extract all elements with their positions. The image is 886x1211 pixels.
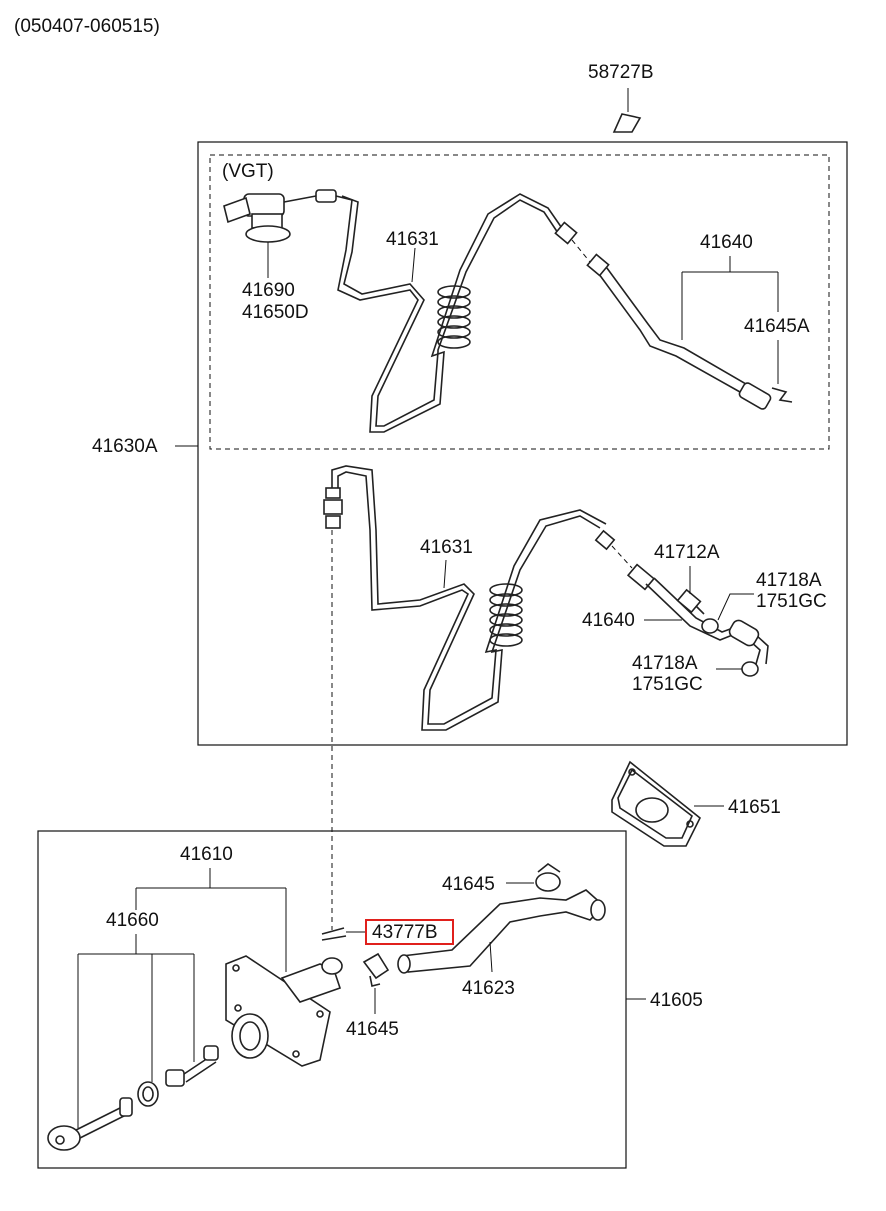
release-cylinder-41610 (225, 955, 343, 1067)
bracket-58727b (612, 113, 642, 133)
leader-41623 (489, 941, 493, 973)
leader-41640-top (681, 256, 779, 340)
label-43777b[interactable]: 43777B (372, 922, 438, 943)
vgt-label: (VGT) (222, 161, 274, 182)
fitting-vgt-upper (554, 221, 578, 245)
hose-end-vgt (738, 382, 772, 410)
leader-41631-top (411, 247, 416, 283)
master-cylinder-reservoir-41690 (223, 189, 337, 243)
assembly-41630a-box (197, 141, 848, 746)
clamp-41645-lower (362, 952, 390, 987)
gasket-plate-41651 (611, 760, 702, 847)
clip-43777b (321, 927, 347, 941)
fitting-lower-upper (594, 529, 616, 551)
date-range-label: (050407-060515) (14, 16, 160, 37)
dash-vgt-connector (571, 239, 591, 263)
label-58727b: 58727B (588, 62, 654, 83)
label-41631-top: 41631 (386, 229, 439, 250)
hose-41623-end-right (590, 899, 606, 921)
label-41630a: 41630A (92, 436, 158, 457)
leader-41718a-1 (717, 593, 754, 621)
label-1751gc-2: 1751GC (632, 674, 703, 695)
label-41623: 41623 (462, 978, 515, 999)
hose-41623-end-left (397, 954, 411, 974)
tube-41631-vgt (335, 193, 567, 433)
leader-41631-bottom (443, 559, 447, 589)
label-41660: 41660 (106, 910, 159, 931)
fitting-41712a (676, 588, 705, 615)
fitting-lower-hose (626, 563, 656, 591)
vgt-dashed-box (209, 154, 830, 450)
label-41718a-1: 41718A (756, 570, 822, 591)
label-41718a-2: 41718A (632, 653, 698, 674)
tube-41631-lower-inner (337, 471, 601, 731)
gasket-41718a-lower (741, 661, 759, 677)
tube-41631-vgt-inner (341, 195, 561, 427)
push-rod-kit-41660 (47, 1045, 219, 1151)
clip-41645a (771, 387, 793, 403)
label-41651: 41651 (728, 797, 781, 818)
tube-41631-lower (331, 465, 607, 725)
label-41610: 41610 (180, 844, 233, 865)
leader-41610 (136, 868, 287, 972)
label-41645-top: 41645 (442, 874, 495, 895)
label-41631-bottom: 41631 (420, 537, 473, 558)
hose-41640-vgt-edge (603, 263, 763, 395)
label-41712a: 41712A (654, 542, 720, 563)
label-41605: 41605 (650, 990, 703, 1011)
hose-41640-lower (645, 583, 761, 665)
label-41645a: 41645A (744, 316, 810, 337)
label-41645-bottom: 41645 (346, 1019, 399, 1040)
clamp-41645-upper (535, 863, 561, 892)
hose-41640-vgt (595, 269, 757, 401)
fitting-lower-41631 (323, 487, 343, 529)
coil-41631-vgt (437, 285, 471, 349)
fitting-vgt-hose (586, 253, 610, 277)
label-41690: 41690 (242, 280, 295, 301)
coil-41631-lower (489, 583, 523, 647)
gasket-41718a-upper (701, 618, 719, 634)
label-41650d: 41650D (242, 302, 309, 323)
label-41640-top: 41640 (700, 232, 753, 253)
hose-lower-elbow (728, 619, 760, 647)
highlight-43777b[interactable] (365, 919, 454, 945)
dash-lower-connector (611, 545, 633, 569)
label-1751gc-1: 1751GC (756, 591, 827, 612)
leader-41660 (77, 888, 195, 1128)
label-41640-bottom: 41640 (582, 610, 635, 631)
